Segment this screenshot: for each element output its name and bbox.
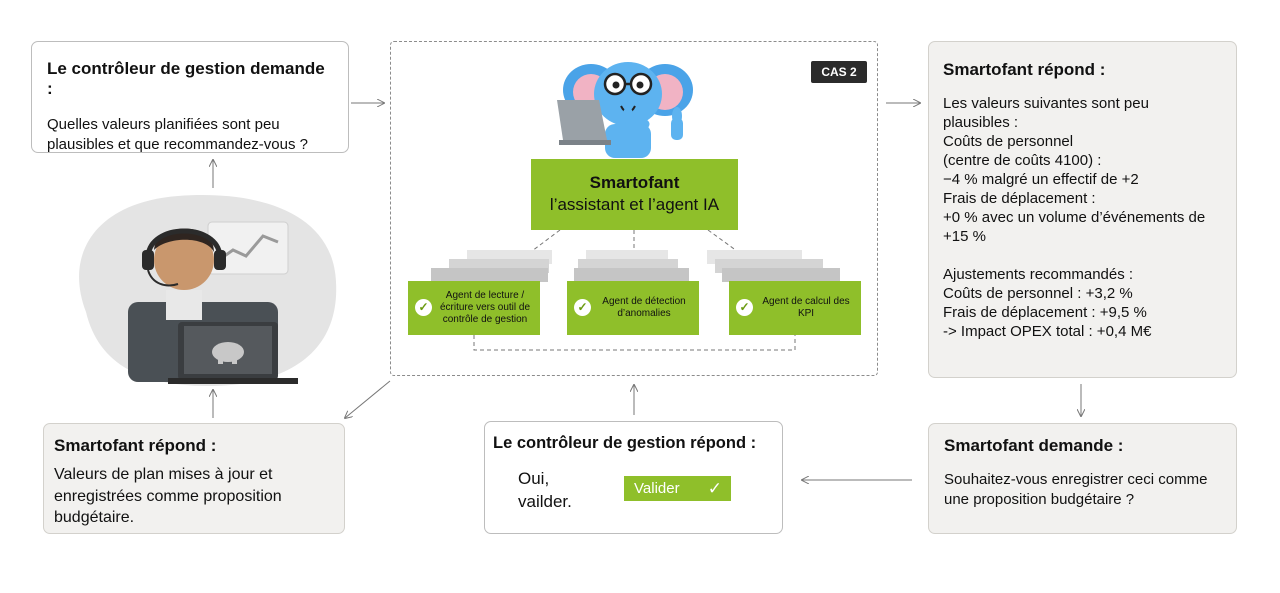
main-agent-subtitle: l’assistant et l’agent IA	[549, 195, 720, 214]
case-badge: CAS 2	[811, 61, 867, 83]
answer-line	[943, 246, 1222, 265]
confirmation-text: Valeurs de plan mises à jour et enregist…	[54, 466, 282, 527]
agent-system-frame	[390, 41, 878, 376]
validate-button-label: Valider	[634, 480, 680, 497]
answer-line: Coûts de personnel	[943, 133, 1074, 150]
answer-lines: Les valeurs suivantes sont peu plausible…	[943, 94, 1222, 341]
answer-line: Frais de déplacement :	[943, 190, 1096, 207]
answer-line: (centre de coûts 4100) :	[943, 152, 1102, 169]
reply-title: Le contrôleur de gestion répond :	[493, 434, 757, 452]
controller-person-illustration	[79, 195, 337, 386]
agent-kpi-calculation-label: Agent de calcul des KPI	[762, 296, 850, 319]
validate-button[interactable]: Valider ✓	[624, 476, 731, 501]
check-icon: ✓	[707, 479, 722, 498]
ask-text: Souhaitez-vous enregistrer ceci comme un…	[944, 471, 1208, 508]
confirmation-box: Smartofant répond : Valeurs de plan mise…	[43, 423, 345, 534]
answer-line: plausibles :	[943, 114, 1019, 131]
ask-box: Smartofant demande : Souhaitez-vous enre…	[928, 423, 1237, 534]
main-agent-box: Smartofant l’assistant et l’agent IA	[531, 159, 738, 230]
answer-line: Frais de déplacement : +9,5 %	[943, 304, 1147, 321]
answer-line: Les valeurs suivantes sont peu	[943, 95, 1149, 112]
agent-read-write-label: Agent de lecture / écriture vers outil d…	[439, 290, 531, 325]
agent-anomaly-detection: ✓ Agent de détection d’anomalies	[567, 281, 699, 335]
question-title: Le contrôleur de gestion demande :	[47, 59, 325, 98]
check-icon: ✓	[574, 299, 591, 316]
agent-stack-layer	[722, 268, 840, 282]
answer-title: Smartofant répond :	[943, 60, 1106, 79]
answer-line: Coûts de personnel : +3,2 %	[943, 285, 1133, 302]
answer-line: −4 % malgré un effectif de +2	[943, 171, 1139, 188]
agent-kpi-calculation: ✓ Agent de calcul des KPI	[729, 281, 861, 335]
agent-anomaly-detection-label: Agent de détection d’anomalies	[602, 296, 686, 319]
answer-box: Smartofant répond : Les valeurs suivante…	[928, 41, 1237, 378]
answer-line: Ajustements recommandés :	[943, 266, 1134, 283]
answer-line: -> Impact OPEX total : +0,4 M€	[943, 323, 1152, 340]
answer-line: +0 % avec un volume d’événements de	[943, 209, 1206, 226]
check-icon: ✓	[736, 299, 753, 316]
agent-read-write: ✓ Agent de lecture / écriture vers outil…	[408, 281, 540, 335]
confirmation-title: Smartofant répond :	[54, 436, 217, 455]
agent-stack-layer	[431, 268, 548, 282]
question-text: Quelles valeurs planifiées sont peu plau…	[47, 116, 308, 153]
reply-text-line: Oui,	[518, 469, 550, 488]
main-agent-name: Smartofant	[589, 173, 680, 192]
reply-text: Oui, vailder.	[518, 468, 572, 514]
reply-text-line: vailder.	[518, 491, 572, 511]
ask-title: Smartofant demande :	[944, 436, 1124, 455]
elephant-mascot-icon	[557, 62, 693, 158]
answer-line: +15 %	[943, 228, 986, 245]
check-icon: ✓	[415, 299, 432, 316]
question-box: Le contrôleur de gestion demande : Quell…	[31, 41, 349, 153]
agent-stack-layer	[574, 268, 689, 282]
